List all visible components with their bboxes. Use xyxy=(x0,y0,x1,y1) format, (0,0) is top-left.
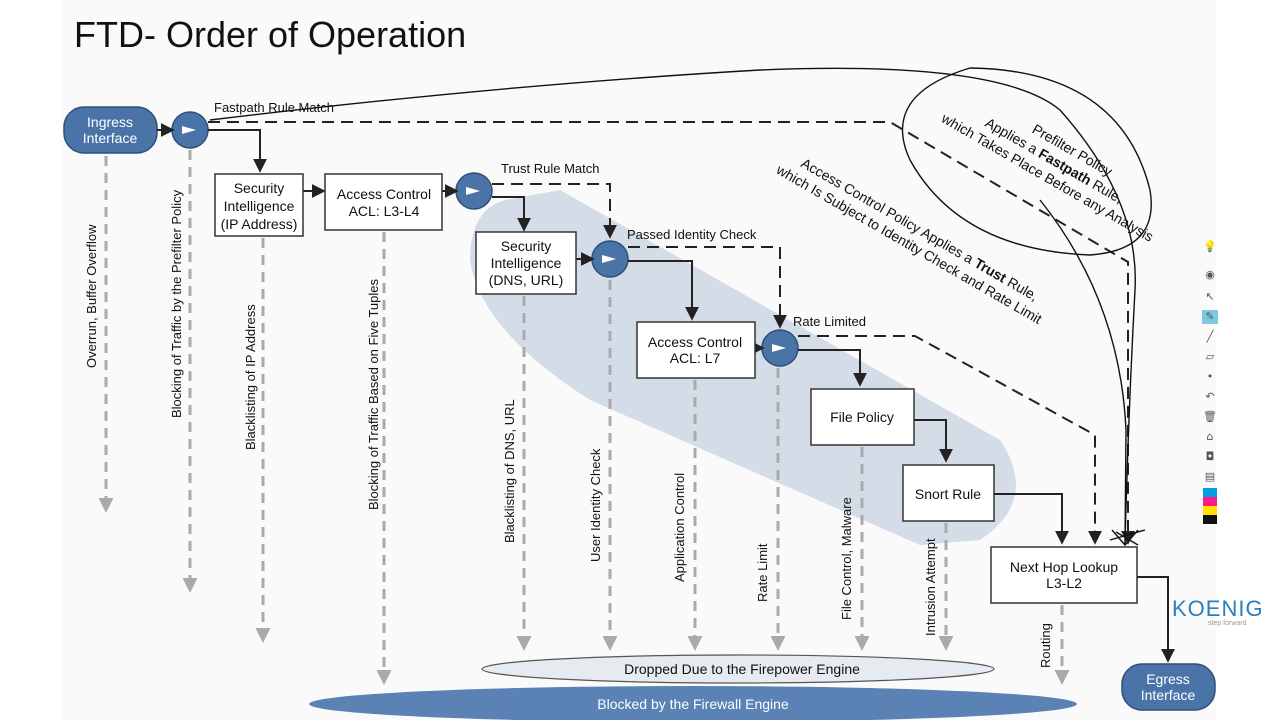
ink-scribble xyxy=(1109,529,1146,546)
security-intelligence-ip-box xyxy=(214,173,304,237)
edge-prefilter-si xyxy=(208,129,267,173)
file-policy-box xyxy=(810,388,915,446)
access-control-l7-box xyxy=(636,321,756,379)
pointer-icon[interactable]: ↖ xyxy=(1205,290,1215,303)
edge-nexthop-egress xyxy=(1137,576,1175,663)
eye-icon[interactable]: ◉ xyxy=(1205,268,1215,281)
undo-icon[interactable]: ↶ xyxy=(1205,390,1215,403)
acl-l7-line-2: ACL: L7 xyxy=(670,350,721,366)
snort-rule-box xyxy=(902,464,995,522)
koenig-tagline: step forward xyxy=(1208,620,1247,627)
ink-arrow-down xyxy=(1039,199,1139,547)
edge-trust-sidns xyxy=(492,196,531,232)
si-ip-line-3: (IP Address) xyxy=(221,216,298,232)
drop-label-intrusion: Intrusion Attempt xyxy=(923,538,938,636)
bulb-icon[interactable]: 💡 xyxy=(1203,240,1217,253)
drop-label-ip: Blacklisting of IP Address xyxy=(243,304,258,450)
passed-identity-check-label: Passed Identity Check xyxy=(627,227,757,242)
security-intelligence-dns-box xyxy=(475,231,577,295)
eraser-icon[interactable]: ▱ xyxy=(1205,350,1215,363)
acp-annotation-line-1: Access Control Policy Applies a Trust Ru… xyxy=(799,155,1042,304)
edge-rate-bypass xyxy=(798,335,1102,545)
drop-label-identity: User Identity Check xyxy=(588,448,603,562)
drop-label-five-tuple: Blocking of Traffic Based on Five Tuples xyxy=(366,279,381,510)
egress-interface-node xyxy=(1121,663,1216,711)
next-hop-lookup-box xyxy=(990,546,1138,604)
edge-file-snort xyxy=(914,419,953,463)
si-ip-line-1: Security xyxy=(234,180,285,196)
access-control-l3l4-box xyxy=(324,173,443,231)
ingress-interface-label-1: Ingress xyxy=(87,114,133,130)
fastpath-rule-match-label: Fastpath Rule Match xyxy=(214,100,334,115)
drop-label-app: Application Control xyxy=(672,473,687,582)
si-dns-line-1: Security xyxy=(501,238,552,254)
edge-snort-nexthop xyxy=(994,493,1069,545)
si-ip-line-2: Intelligence xyxy=(224,198,295,214)
drop-label-routing: Routing xyxy=(1038,623,1053,668)
drop-label-dns: Blacklisting of DNS, URL xyxy=(502,399,517,543)
acl-l7-line-1: Access Control xyxy=(648,334,742,350)
drop-label-overrun: Overrun, Buffer Overflow xyxy=(84,224,99,368)
ink-circle-prefilter xyxy=(901,67,1152,256)
edge-fastpath-bypass xyxy=(208,121,1135,545)
drop-label-file: File Control, Malware xyxy=(839,497,854,620)
snapshot-icon[interactable]: ◘ xyxy=(1205,450,1215,463)
egress-label-1: Egress xyxy=(1146,671,1190,687)
dot-icon[interactable]: • xyxy=(1206,370,1214,383)
ink-swoop-from-fastpath xyxy=(209,67,1136,546)
ingress-interface-label-2: Interface xyxy=(83,130,138,146)
left-margin xyxy=(0,0,62,720)
highlighter-icon[interactable]: ╱ xyxy=(1206,330,1214,343)
trash-icon[interactable]: 🗑 xyxy=(1203,410,1217,423)
edge-rate-file xyxy=(798,349,867,387)
pen-icon[interactable]: ✎ xyxy=(1202,310,1218,324)
egress-label-2: Interface xyxy=(1141,687,1196,703)
acl-l3-line-2: ACL: L3-L4 xyxy=(349,203,420,219)
si-dns-line-2: Intelligence xyxy=(491,255,562,271)
acp-annotation: Access Control Policy Applies a Trust Ru… xyxy=(773,155,1045,327)
koenig-logo: KOENIG xyxy=(1172,596,1264,621)
decision-prefilter xyxy=(171,111,209,149)
drop-label-prefilter: Blocking of Traffic by the Prefilter Pol… xyxy=(169,189,184,418)
trust-rule-match-label: Trust Rule Match xyxy=(501,161,600,176)
decision-identity xyxy=(591,240,629,278)
acl-l3-line-1: Access Control xyxy=(337,186,431,202)
next-hop-line-2: L3-L2 xyxy=(1046,575,1082,591)
edge-identity-bypass xyxy=(628,246,787,329)
edge-identity-acl7 xyxy=(628,260,699,321)
camera-icon[interactable]: ⌂ xyxy=(1206,430,1214,443)
edge-trust-bypass xyxy=(492,183,617,239)
decision-rate xyxy=(761,329,799,367)
decision-trust xyxy=(455,172,493,210)
acp-annotation-line-2: which Is Subject to Identity Check and R… xyxy=(773,161,1045,327)
snort-rule-label: Snort Rule xyxy=(915,486,981,502)
slide-title: FTD- Order of Operation xyxy=(74,14,467,55)
rate-limited-label: Rate Limited xyxy=(793,314,866,329)
right-margin xyxy=(1216,0,1280,720)
clipboard-icon[interactable]: ▤ xyxy=(1204,470,1216,483)
firepower-engine-sink xyxy=(481,654,995,684)
firepower-engine-sink-label: Dropped Due to the Firepower Engine xyxy=(624,661,860,677)
firewall-engine-sink-label: Blocked by the Firewall Engine xyxy=(597,696,789,712)
next-hop-line-1: Next Hop Lookup xyxy=(1010,559,1118,575)
color-palette-icon[interactable] xyxy=(1203,488,1217,524)
file-policy-label: File Policy xyxy=(830,409,894,425)
firewall-engine-sink xyxy=(309,686,1077,720)
drop-label-rate: Rate Limit xyxy=(755,543,770,602)
si-dns-line-3: (DNS, URL) xyxy=(489,272,564,288)
